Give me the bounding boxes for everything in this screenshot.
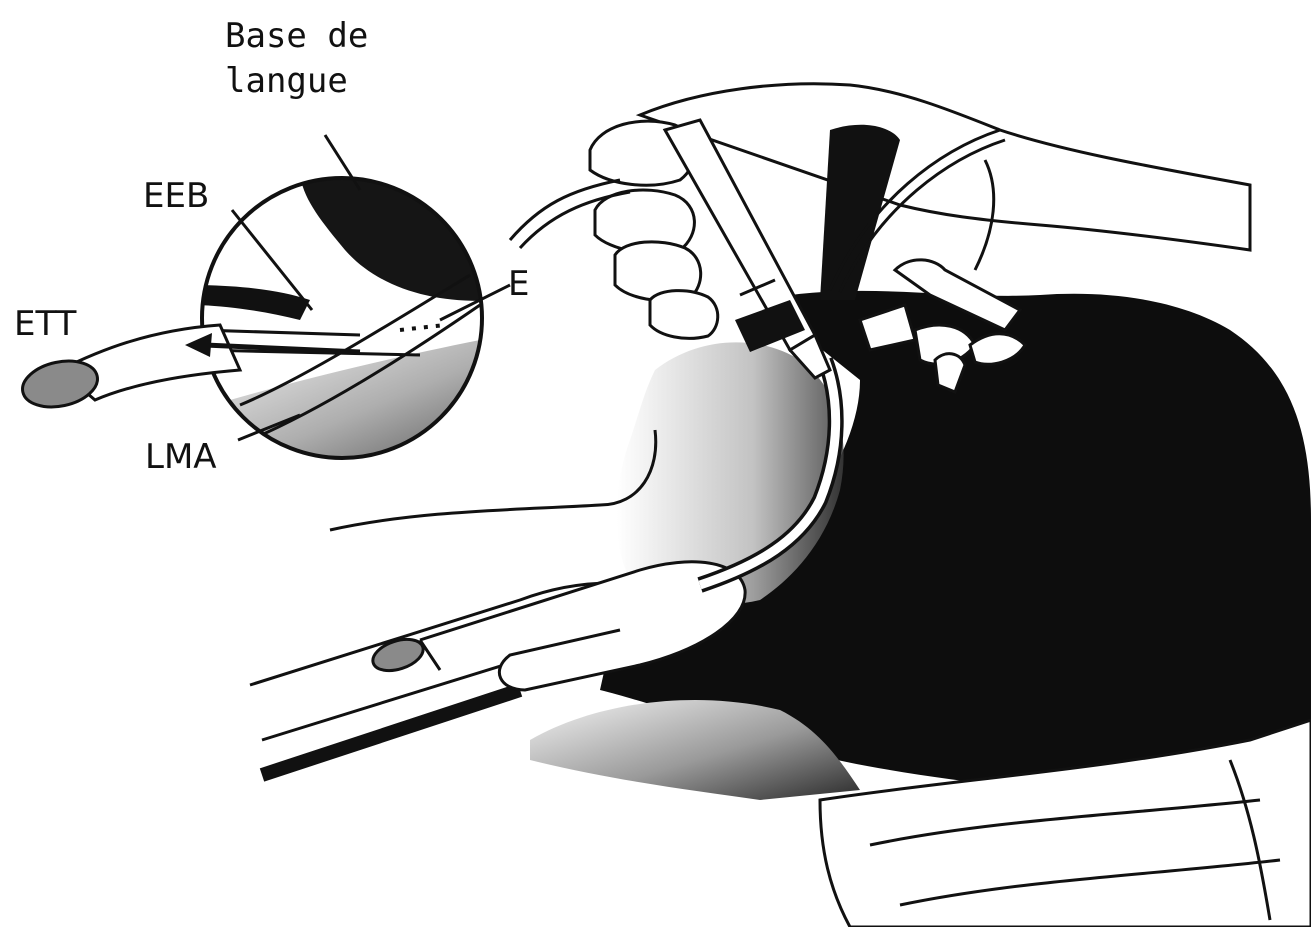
patient-head	[530, 291, 1311, 800]
label-ett: ETT	[14, 304, 77, 344]
label-lma: LMA	[145, 437, 217, 477]
label-base-de-langue-2: langue	[225, 61, 348, 101]
label-e: E	[508, 264, 529, 304]
label-base-de-langue-1: Base de	[225, 16, 368, 56]
ett-tip-lower	[369, 634, 427, 677]
label-eeb: EEB	[143, 176, 209, 216]
